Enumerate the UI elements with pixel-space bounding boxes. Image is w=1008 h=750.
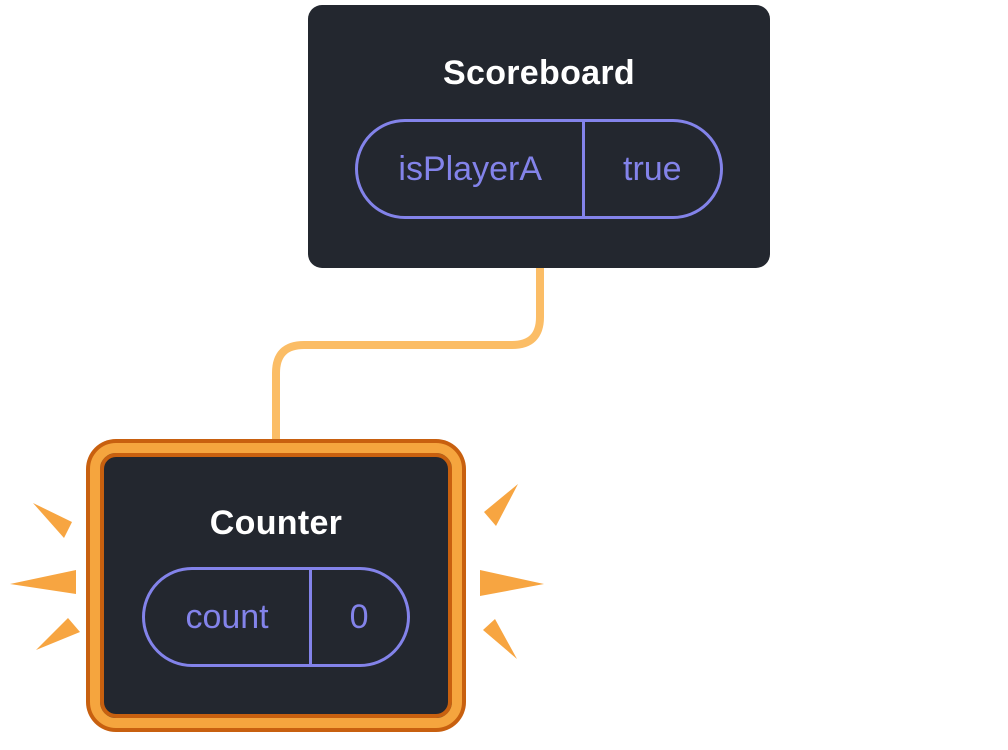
scoreboard-state-pill: isPlayerA true <box>355 119 723 219</box>
scoreboard-title: Scoreboard <box>443 54 635 92</box>
spark-ray-upper-left <box>33 503 72 538</box>
scoreboard-state-name: isPlayerA <box>358 122 585 216</box>
connector-line <box>272 262 544 448</box>
spark-ray-upper-right <box>484 484 518 526</box>
counter-state-value: 0 <box>349 597 369 636</box>
counter-title: Counter <box>209 504 343 542</box>
counter-state-name: count <box>145 570 312 664</box>
counter-component-card: Counter count 0 <box>90 443 462 728</box>
scoreboard-component-card: Scoreboard isPlayerA true <box>308 5 770 268</box>
spark-ray-lower-right <box>483 619 517 659</box>
spark-ray-lower-left <box>36 618 80 650</box>
counter-state-pill: count 0 <box>142 567 410 667</box>
spark-ray-mid-right <box>480 570 544 596</box>
spark-ray-mid-left <box>10 570 76 594</box>
scoreboard-state-value: true <box>623 149 682 188</box>
